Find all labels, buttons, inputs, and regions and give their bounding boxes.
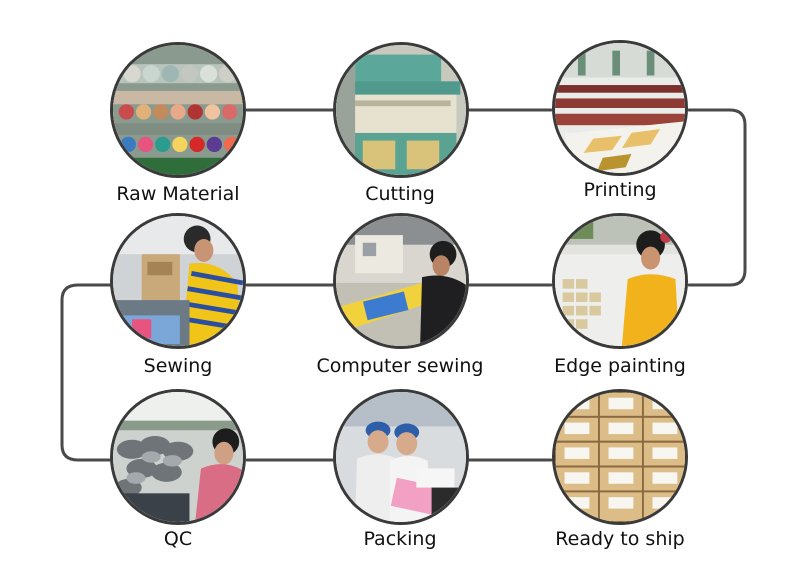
cutting-machine-photo — [333, 42, 469, 178]
step-label-raw-material: Raw Material — [116, 183, 240, 205]
step-label-packing: Packing — [363, 528, 437, 550]
edge-painting-photo — [552, 213, 688, 349]
step-label-computer-sewing: Computer sewing — [316, 355, 484, 377]
fabric-rolls-photo — [110, 42, 246, 178]
quality-check-photo — [110, 389, 246, 525]
packing-workers-photo — [333, 389, 469, 525]
computer-sewing-photo — [333, 213, 469, 349]
step-label-ready-to-ship: Ready to ship — [555, 528, 685, 550]
step-label-printing: Printing — [583, 179, 657, 201]
step-label-edge-painting: Edge painting — [554, 355, 686, 377]
sewing-worker-photo — [110, 213, 246, 349]
step-label-qc: QC — [163, 528, 193, 550]
boxed-cartons-photo — [552, 389, 688, 525]
step-label-cutting: Cutting — [365, 183, 435, 205]
step-label-sewing: Sewing — [143, 355, 213, 377]
printing-tables-photo — [552, 40, 688, 176]
